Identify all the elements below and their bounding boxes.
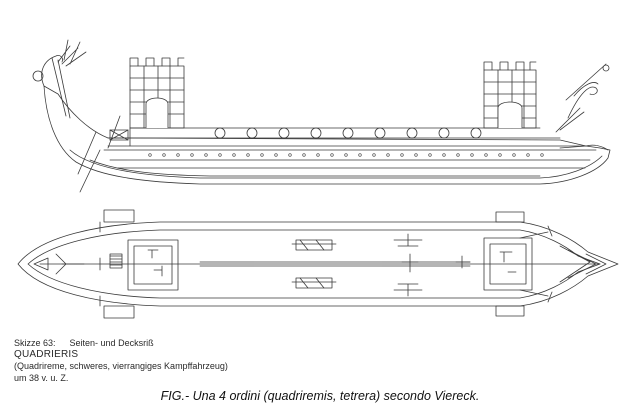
catapults: [291, 233, 471, 297]
legend-ship-name: QUADRIERIS: [14, 349, 79, 360]
deck-plan: [17, 209, 619, 319]
oar-ports: [148, 153, 544, 157]
legend-sketch-line: Skizze 63: Seiten- und Decksriß: [14, 338, 154, 348]
legend-sketch-number: Skizze 63:: [14, 338, 56, 348]
side-elevation: [32, 39, 611, 193]
legend-sketch-title: Seiten- und Decksriß: [69, 338, 154, 348]
shields-row: [214, 127, 482, 139]
figure-caption: FIG.- Una 4 ordini (quadriremis, tetrera…: [160, 389, 480, 403]
legend-description: (Quadrireme, schweres, vierrangiges Kamp…: [14, 361, 228, 371]
deck-outline: [17, 221, 619, 307]
legend-date: um 38 v. u. Z.: [14, 373, 69, 383]
hull-outline: [43, 85, 611, 185]
